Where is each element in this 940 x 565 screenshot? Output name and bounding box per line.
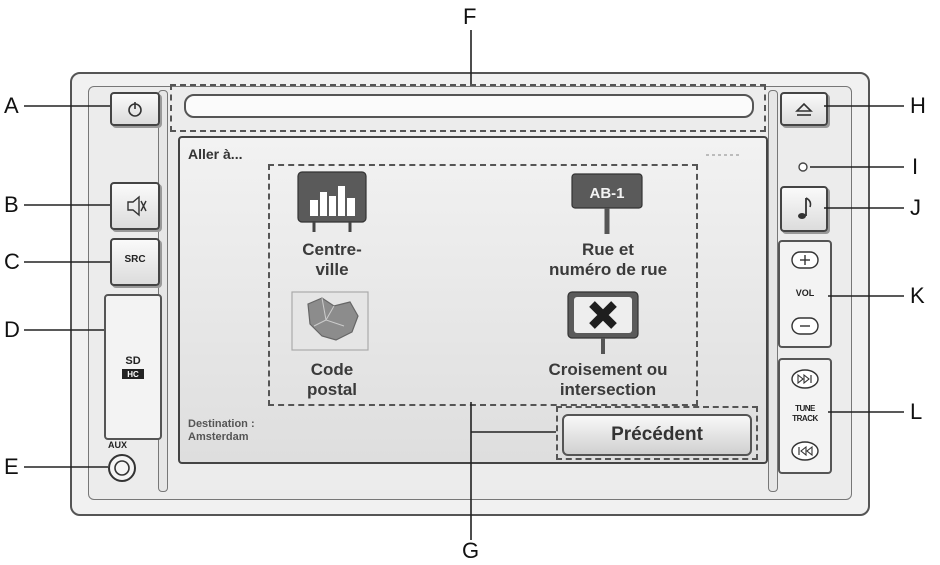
seek-forward-icon[interactable] — [790, 368, 820, 390]
disc-slot-highlight — [170, 84, 766, 132]
callout-g: G — [462, 538, 480, 563]
menu-label-line-2: intersection — [559, 380, 657, 399]
svg-text:HC: HC — [127, 370, 139, 379]
callout-a: A — [4, 93, 19, 118]
volume-label: VOL — [795, 288, 815, 298]
volume-down-icon[interactable] — [790, 316, 820, 336]
menu-label-line-2: postal — [306, 380, 358, 399]
back-button-highlight — [556, 406, 758, 460]
power-icon — [128, 102, 142, 117]
sensor-icon — [798, 162, 808, 172]
callout-i: I — [912, 154, 919, 179]
touch-screen — [178, 136, 768, 464]
disc-slot-area — [172, 84, 764, 128]
map-icon[interactable] — [290, 290, 370, 352]
seek-back-icon[interactable] — [790, 440, 820, 462]
callout-c: C — [4, 249, 20, 274]
menu-label-line-1: Croisement ou — [548, 360, 668, 379]
destination-info: Destination : Amsterdam — [188, 418, 255, 444]
menu-label-line-1: Code — [310, 360, 354, 379]
tune-label: TUNE — [795, 404, 815, 413]
svg-text:SD: SD — [125, 355, 140, 367]
callout-e: E — [4, 454, 19, 479]
back-button[interactable]: Précédent — [562, 414, 752, 456]
crossing-icon[interactable] — [566, 290, 640, 356]
menu-item-street-number[interactable]: Rue et numéro de rue — [520, 240, 696, 280]
callout-d: D — [4, 317, 20, 342]
street-sign-icon[interactable]: AB-1 — [570, 172, 644, 236]
menu-label-line-1: Centre- — [302, 240, 362, 259]
source-label: SRC — [124, 254, 146, 265]
mute-button[interactable] — [110, 182, 160, 230]
svg-text:AB-1: AB-1 — [589, 185, 624, 202]
callout-h: H — [910, 93, 926, 118]
volume-rocker[interactable]: VOL — [778, 240, 832, 348]
sd-hc-logo-icon: SD HC — [122, 355, 144, 379]
disc-slot[interactable] — [184, 94, 754, 118]
aux-label: AUX — [108, 440, 128, 450]
menu-item-intersection[interactable]: Croisement ou intersection — [510, 360, 706, 400]
callout-f: F — [463, 4, 477, 29]
mute-icon — [127, 195, 147, 217]
gps-signal-icon — [706, 154, 742, 156]
callout-b: B — [4, 192, 19, 217]
volume-up-icon[interactable] — [790, 250, 820, 270]
eject-icon — [795, 102, 813, 116]
menu-label-line-2: numéro de rue — [548, 260, 668, 279]
menu-item-postcode[interactable]: Code postal — [268, 360, 396, 400]
city-icon[interactable] — [296, 170, 368, 234]
menu-area-highlight — [268, 164, 698, 406]
aux-jack[interactable] — [106, 452, 138, 484]
menu-label-line-2: ville — [315, 260, 349, 279]
destination-value: Amsterdam — [188, 431, 249, 443]
right-rail — [768, 90, 778, 492]
music-note-icon — [798, 197, 812, 219]
left-rail — [158, 90, 168, 492]
track-label: TRACK — [792, 414, 818, 423]
callout-k: K — [910, 283, 925, 308]
sd-card-slot[interactable]: SD HC — [104, 294, 162, 440]
eject-button[interactable] — [780, 92, 828, 126]
menu-item-city-centre[interactable]: Centre- ville — [268, 240, 396, 280]
menu-label-line-1: Rue et — [582, 240, 634, 259]
audio-button[interactable] — [780, 186, 828, 232]
destination-label: Destination : — [188, 418, 255, 430]
tune-track-rocker[interactable]: TUNE TRACK — [778, 358, 832, 474]
screen-header: Aller à... — [188, 146, 243, 162]
source-button[interactable]: SRC — [110, 238, 160, 286]
callout-j: J — [910, 195, 921, 220]
power-button[interactable] — [110, 92, 160, 126]
callout-l: L — [910, 399, 923, 424]
